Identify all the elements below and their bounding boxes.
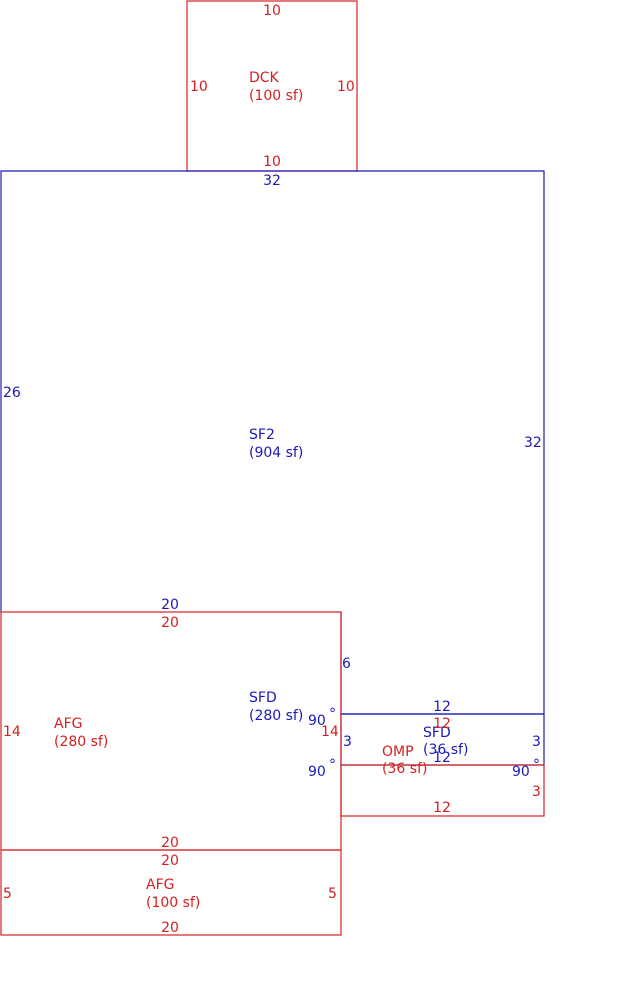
sf2-left-dim: 26 bbox=[3, 385, 21, 401]
afg-main-right-dim: 14 bbox=[321, 724, 339, 740]
degree-symbol: ° bbox=[329, 706, 336, 722]
afg-main-top-dim: 20 bbox=[161, 615, 179, 631]
dck-right-dim: 10 bbox=[337, 79, 355, 95]
omp-right-dim: 3 bbox=[532, 784, 541, 800]
dck-top-dim: 10 bbox=[263, 3, 281, 19]
angle-label: 90 bbox=[308, 713, 326, 729]
sfd-small-area: (36 sf) bbox=[423, 742, 468, 758]
sfd-small-right-dim: 3 bbox=[532, 734, 541, 750]
afg-main-bottom-dim: 20 bbox=[161, 835, 179, 851]
omp-outline bbox=[340, 764, 545, 817]
sf2-name: SF2 bbox=[249, 427, 275, 443]
angle-label: 90 bbox=[308, 764, 326, 780]
sf2-notch-dim: 6 bbox=[342, 656, 351, 672]
degree-symbol: ° bbox=[329, 757, 336, 773]
afg-main-area: (280 sf) bbox=[54, 734, 108, 750]
afg-lower-outline bbox=[0, 849, 342, 936]
afg-lower-left-dim: 5 bbox=[3, 886, 12, 902]
omp-area: (36 sf) bbox=[382, 761, 427, 777]
omp-top-dim: 12 bbox=[433, 716, 451, 732]
omp-bottom-dim: 12 bbox=[433, 800, 451, 816]
sf2-bottom-dim: 20 bbox=[161, 597, 179, 613]
sfd-small-top-dim: 12 bbox=[433, 699, 451, 715]
sfd-small-left-dim: 3 bbox=[343, 734, 352, 750]
sfd-small-bottom-dim: 12 bbox=[433, 750, 451, 766]
sf2-area: (904 sf) bbox=[249, 445, 303, 461]
sfd-small-name: SFD bbox=[423, 725, 451, 741]
sf2-right-dim: 32 bbox=[524, 435, 542, 451]
afg-main-name: AFG bbox=[54, 716, 82, 732]
degree-symbol: ° bbox=[533, 757, 540, 773]
angle-label: 90 bbox=[512, 764, 530, 780]
dck-outline bbox=[186, 0, 358, 172]
dck-left-dim: 10 bbox=[190, 79, 208, 95]
dck-name: DCK bbox=[249, 70, 280, 86]
afg-lower-name: AFG bbox=[146, 877, 174, 893]
omp-name: OMP bbox=[382, 744, 414, 760]
sfd-main-name: SFD bbox=[249, 690, 277, 706]
afg-lower-right-dim: 5 bbox=[328, 886, 337, 902]
afg-main-left-dim: 14 bbox=[3, 724, 21, 740]
afg-lower-area: (100 sf) bbox=[146, 895, 200, 911]
sf2-top-dim: 32 bbox=[263, 173, 281, 189]
dck-bottom-dim: 10 bbox=[263, 154, 281, 170]
dck-area: (100 sf) bbox=[249, 88, 303, 104]
afg-main-outline bbox=[0, 611, 342, 851]
sfd-main-area: (280 sf) bbox=[249, 708, 303, 724]
afg-lower-top-dim: 20 bbox=[161, 853, 179, 869]
afg-lower-bottom-dim: 20 bbox=[161, 920, 179, 936]
